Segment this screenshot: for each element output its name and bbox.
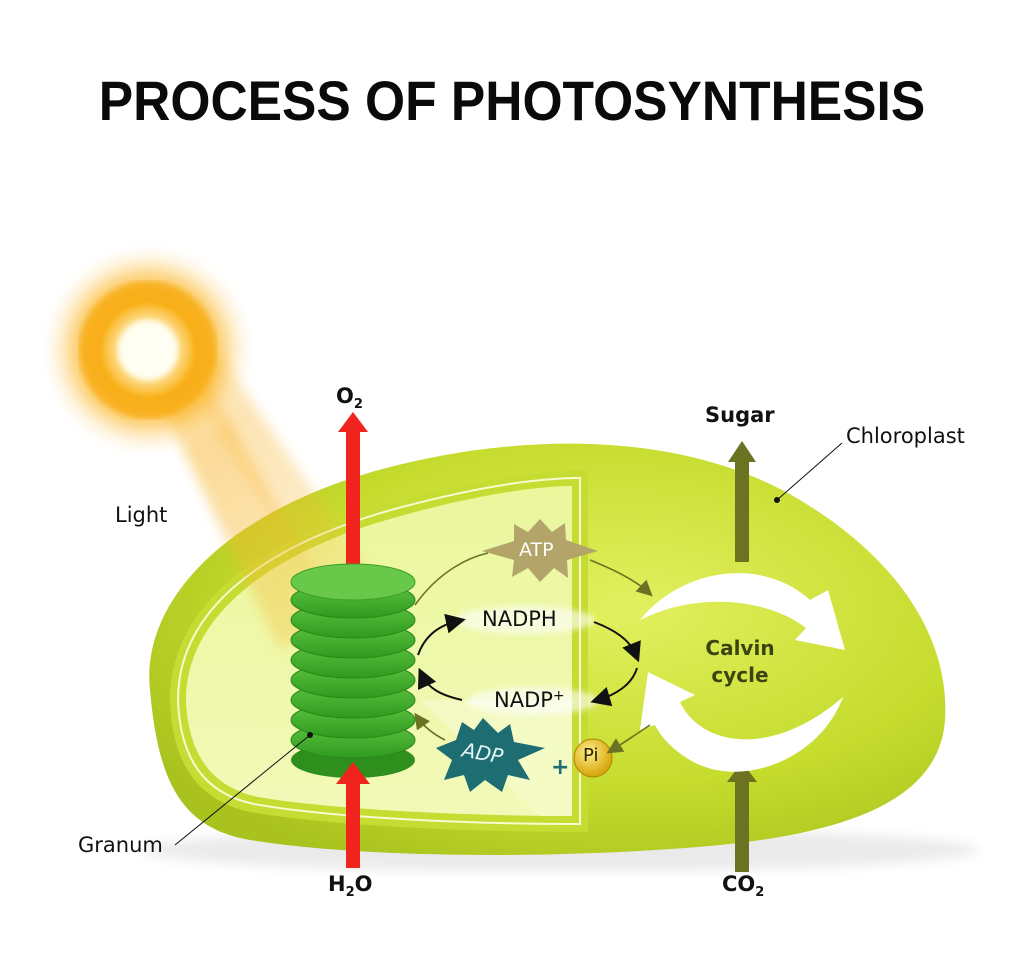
nadp-label: NADP+ — [494, 688, 565, 712]
h2o-tail: O — [354, 872, 373, 896]
sugar-arrow — [728, 441, 756, 562]
h2o-main: H — [328, 872, 346, 896]
o2-arrow — [338, 412, 368, 580]
nadp-main: NADP — [494, 688, 553, 712]
adp-star — [436, 718, 545, 792]
o2-main: O — [336, 384, 354, 408]
calvin-cycle-arrows — [640, 573, 845, 772]
chloroplast-label: Chloroplast — [846, 424, 965, 448]
plus-sign: + — [551, 755, 570, 780]
light-label: Light — [115, 503, 168, 527]
o2-sub: 2 — [353, 397, 363, 412]
pi-ball — [573, 738, 613, 778]
calvin-line1: Calvin — [705, 636, 775, 660]
atp-label: ATP — [519, 539, 554, 561]
co2-sub: 2 — [755, 885, 765, 900]
granum-stack — [290, 563, 416, 778]
o2-label: O2 — [336, 384, 363, 412]
sugar-label: Sugar — [705, 403, 775, 427]
nadp-sup: + — [552, 688, 565, 704]
co2-label: CO2 — [722, 872, 764, 900]
h2o-sub: 2 — [345, 885, 355, 900]
pi-label: Pi — [583, 745, 599, 766]
co2-main: CO — [722, 872, 756, 896]
atp-star — [482, 519, 598, 582]
granum-label: Granum — [78, 833, 163, 857]
calvin-cycle-label: Calvin cycle — [680, 635, 800, 689]
diagram-title: PROCESS OF PHOTOSYNTHESIS — [98, 69, 926, 132]
calvin-line2: cycle — [711, 663, 769, 687]
h2o-label: H2O — [328, 872, 372, 900]
co2-arrow — [727, 762, 757, 872]
nadph-label: NADPH — [482, 607, 557, 631]
h2o-arrow — [336, 762, 370, 868]
